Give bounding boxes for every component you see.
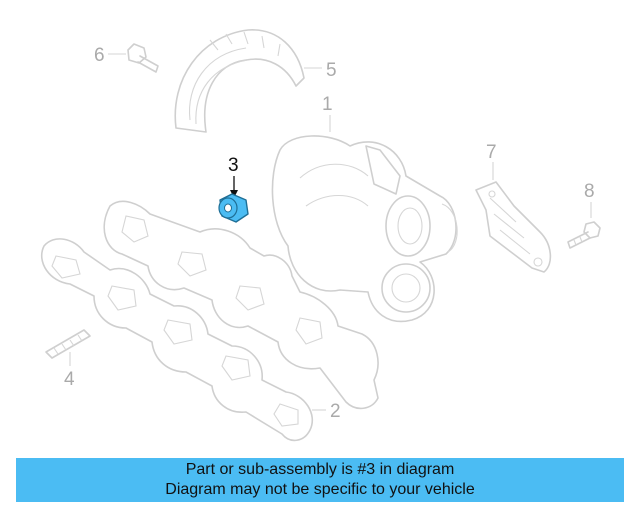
part-7-bracket[interactable] <box>475 181 552 273</box>
part-8-bolt[interactable] <box>567 221 601 249</box>
part-1-turbocharger[interactable] <box>271 135 458 323</box>
part-2-gasket[interactable] <box>41 238 313 442</box>
callout-1: 1 <box>322 94 333 115</box>
exploded-parts-diagram: 6 5 1 3 <box>41 29 601 442</box>
callout-4: 4 <box>64 369 75 390</box>
callout-2: 2 <box>330 401 341 422</box>
callout-7: 7 <box>486 142 497 163</box>
caption-line-disclaimer: Diagram may not be specific to your vehi… <box>165 481 475 498</box>
part-6-bolt[interactable] <box>127 43 159 73</box>
caption-line-part-number: Part or sub-assembly is #3 in diagram <box>185 461 455 478</box>
part-3-nut-highlighted[interactable] <box>218 193 249 223</box>
leader-arrow-3 <box>230 190 238 198</box>
callout-5: 5 <box>326 60 337 81</box>
diagram-caption-banner: Part or sub-assembly is #3 in diagram Di… <box>16 458 624 502</box>
callout-6: 6 <box>94 45 105 66</box>
exhaust-manifold <box>103 200 379 410</box>
part-5-heat-shield[interactable] <box>174 29 305 133</box>
callout-3: 3 <box>228 155 239 176</box>
part-4-stud[interactable] <box>45 329 91 359</box>
callout-8: 8 <box>584 181 595 202</box>
